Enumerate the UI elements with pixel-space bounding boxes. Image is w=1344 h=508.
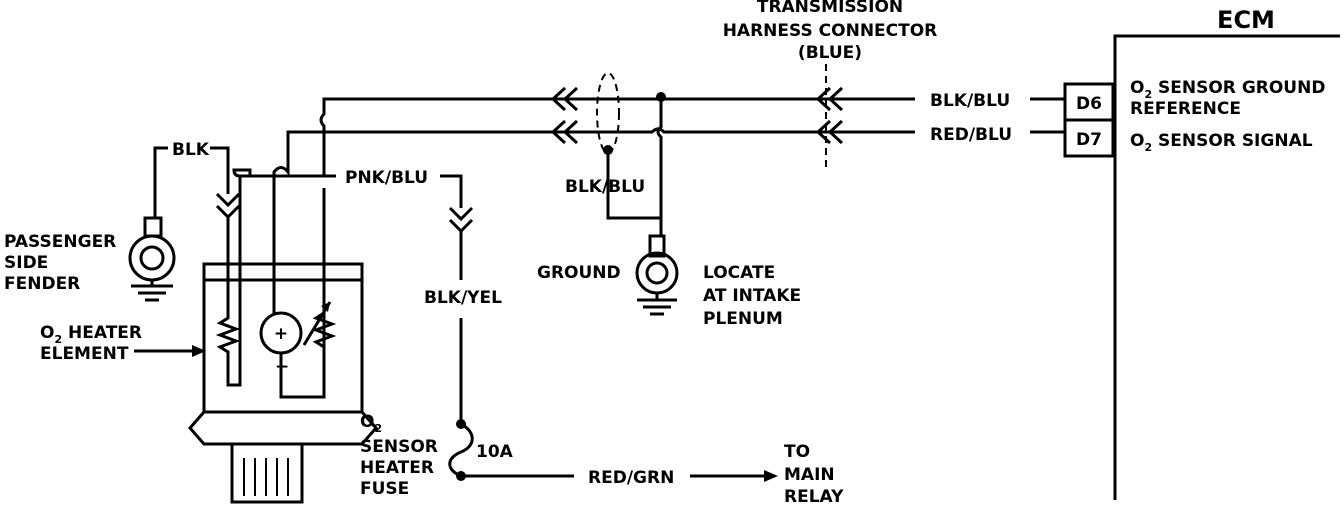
sensor-cell-plus: +: [274, 324, 288, 344]
heater-element-resistor: [215, 168, 252, 387]
ecm-pin-d7-description: O2 SENSOR SIGNAL: [1130, 131, 1313, 154]
fuse-label-line2: SENSOR: [360, 437, 438, 457]
heater-element-callout: O2 HEATER ELEMENT: [40, 323, 206, 364]
connector-label-line3: (BLUE): [798, 43, 862, 63]
fender-label-line1: PASSENGER: [4, 232, 116, 252]
fuse-rating: 10A: [476, 442, 514, 462]
ground-passenger-fender: [128, 146, 241, 302]
wire-label-blk-blu: BLK/BLU: [930, 91, 1010, 111]
wire-red-grn-main-relay: RED/GRN: [588, 468, 778, 488]
wire-label-red-grn: RED/GRN: [588, 468, 674, 488]
ecm-title: ECM: [1217, 6, 1275, 34]
locate-label-line3: PLENUM: [703, 309, 783, 329]
wire-label-pnk-blu: PNK/BLU: [345, 168, 428, 188]
transmission-harness-connector-label: TRANSMISSION HARNESS CONNECTOR (BLUE): [723, 0, 938, 63]
wire-label-red-blu: RED/BLU: [930, 125, 1012, 145]
connector-chevrons: [550, 86, 844, 145]
o2-sensor-hex-nut: [188, 411, 378, 446]
ground-label: GROUND: [537, 263, 621, 283]
ecm-module: ECM D6 D7 O2 SENSOR GROUND REFERENCE O2 …: [1063, 6, 1340, 500]
wire-label-blk-yel: BLK/YEL: [424, 288, 502, 308]
wire-red-blu-signal: [272, 127, 1065, 196]
o2-sensor-tip: [230, 442, 304, 504]
fuse-label-line4: FUSE: [360, 479, 409, 499]
ground-intake-plenum: [635, 234, 679, 316]
destination-line3: RELAY: [784, 487, 844, 507]
wire-pnk-blu-blk-yel: [240, 174, 474, 420]
ecm-pin-d6-description: O2 SENSOR GROUND: [1130, 78, 1325, 101]
ecm-pin-d6: D6: [1076, 94, 1102, 114]
destination-line2: MAIN: [784, 465, 835, 485]
fuse-label-line1: O2: [360, 412, 382, 435]
ecm-pin-d6-description-line2: REFERENCE: [1130, 99, 1241, 119]
o2-sensor: + −: [188, 168, 378, 504]
ecm-pin-d7: D7: [1076, 130, 1102, 150]
ground-splice-wires: [603, 92, 666, 236]
ecm-outline: [1113, 34, 1340, 500]
locate-label-line1: LOCATE: [703, 263, 775, 283]
connector-label-line2: HARNESS CONNECTOR: [723, 21, 938, 41]
o2-sensor-heater-fuse: [448, 419, 574, 481]
wire-label-blk: BLK: [172, 140, 210, 160]
fender-label-line2: SIDE: [4, 253, 48, 273]
locate-label-line2: AT INTAKE: [703, 286, 801, 306]
heater-callout-line2: ELEMENT: [40, 344, 129, 364]
o2-sensor-housing: [202, 262, 364, 414]
svg-text:O2 HEATER: O2 HEATER: [40, 323, 142, 346]
fuse-label-line3: HEATER: [360, 458, 434, 478]
wire-label-blk-blu-ground: BLK/BLU: [565, 177, 645, 197]
fender-label-line3: FENDER: [4, 274, 80, 294]
shield-drain-ellipse: [596, 72, 620, 154]
connector-label-line1: TRANSMISSION: [757, 0, 903, 17]
destination-line1: TO: [784, 442, 810, 462]
